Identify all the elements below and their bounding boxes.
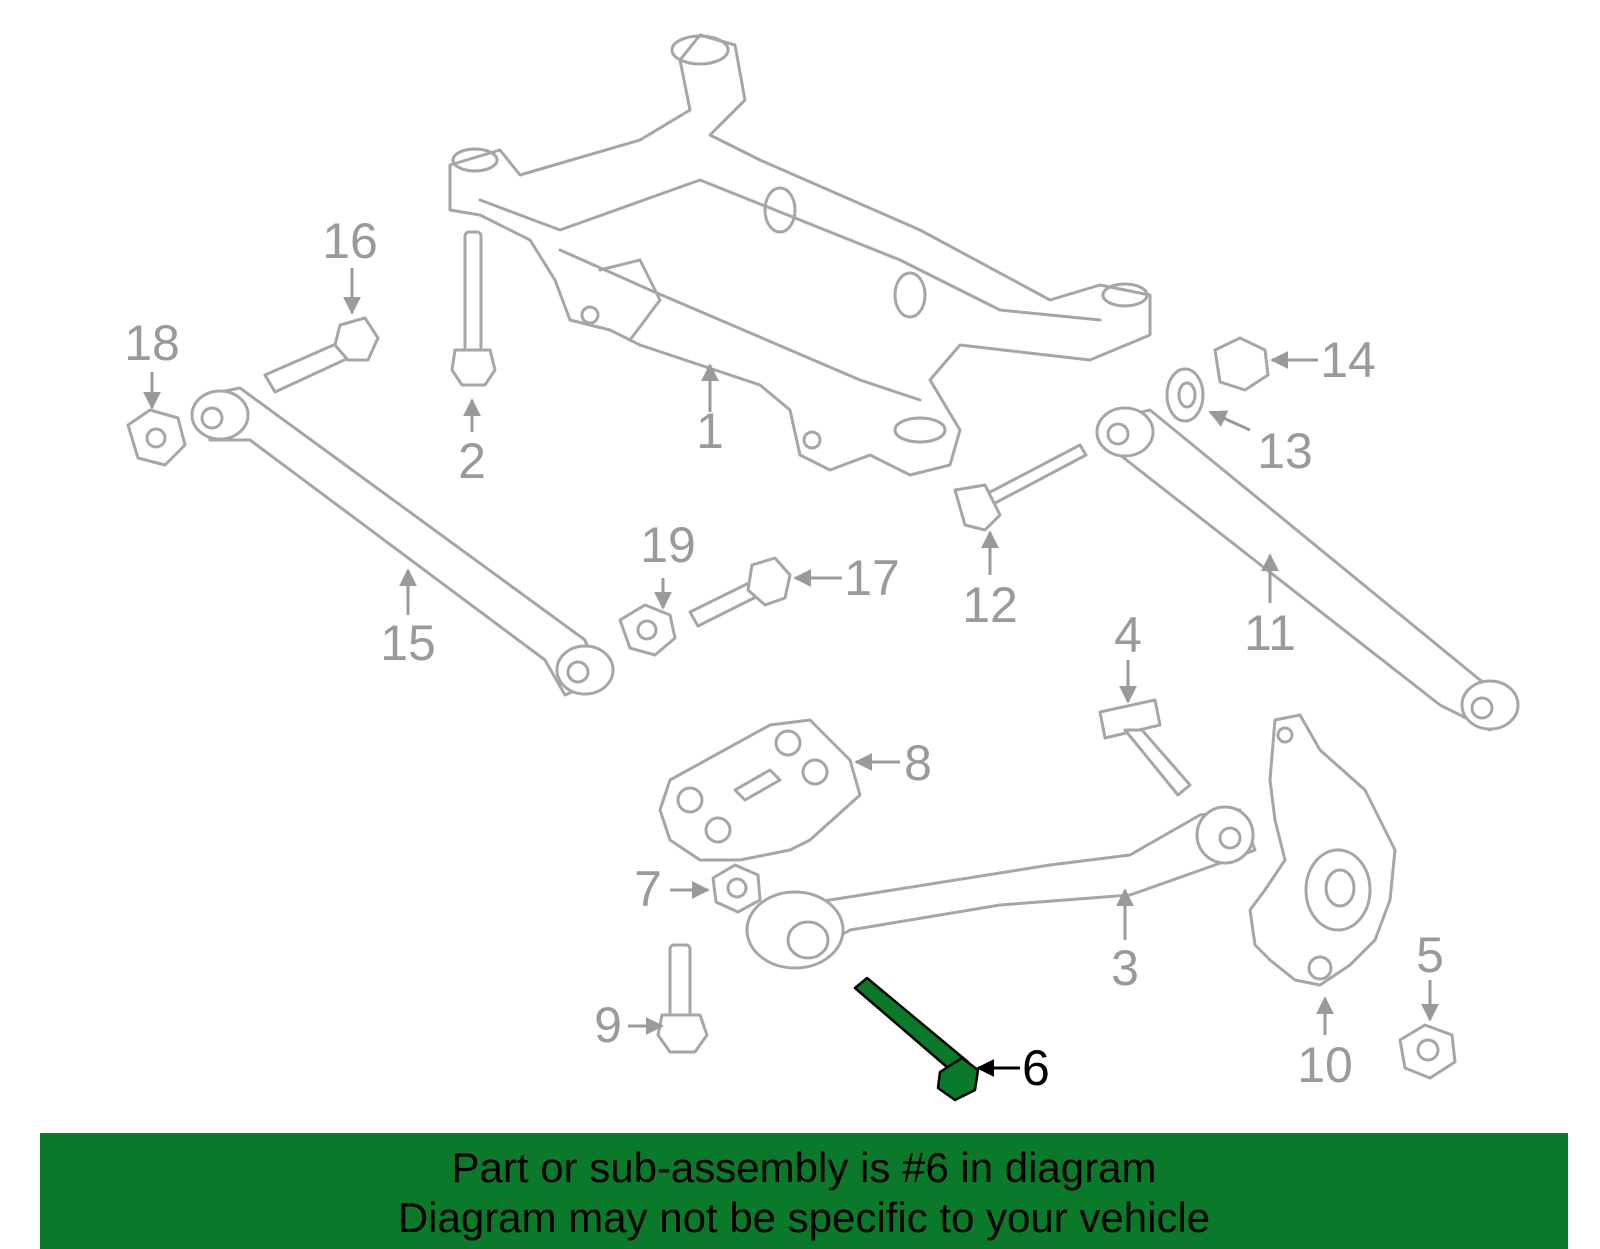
bolt-17-part[interactable] bbox=[688, 556, 792, 628]
callout-19: 19 bbox=[640, 517, 696, 573]
bolt-12-part[interactable] bbox=[953, 443, 1088, 532]
callout-1: 1 bbox=[696, 403, 724, 459]
callout-11: 11 bbox=[1244, 605, 1296, 661]
nut-7-part[interactable] bbox=[711, 863, 762, 914]
lateral-link-11-part[interactable] bbox=[1095, 406, 1520, 732]
banner-line-part-number: Part or sub-assembly is #6 in diagram bbox=[451, 1144, 1157, 1191]
callout-labels: 1 2 3 4 5 6 7 8 9 10 11 12 13 14 15 16 1… bbox=[124, 213, 1444, 1096]
subframe-part[interactable] bbox=[448, 33, 1152, 477]
callout-4: 4 bbox=[1114, 607, 1142, 663]
lateral-link-15-part[interactable] bbox=[190, 386, 615, 697]
bolt-9-part[interactable] bbox=[656, 943, 709, 1054]
bolt-4-part[interactable] bbox=[1098, 698, 1192, 797]
nut-14-part[interactable] bbox=[1213, 336, 1270, 392]
callout-14: 14 bbox=[1320, 332, 1376, 388]
bracket-8-part[interactable] bbox=[658, 718, 862, 862]
callout-9: 9 bbox=[594, 997, 622, 1053]
bolt-6-part[interactable] bbox=[853, 976, 980, 1102]
callout-3: 3 bbox=[1111, 940, 1139, 996]
stud-bolt-part[interactable] bbox=[450, 230, 497, 387]
callout-7: 7 bbox=[634, 861, 662, 917]
callout-16: 16 bbox=[322, 213, 378, 269]
callout-6: 6 bbox=[1022, 1040, 1050, 1096]
bolt-16-part[interactable] bbox=[263, 316, 380, 394]
trailing-arm-3-part[interactable] bbox=[745, 805, 1257, 970]
callout-5: 5 bbox=[1416, 927, 1444, 983]
callout-10: 10 bbox=[1297, 1037, 1353, 1093]
banner-line-disclaimer: Diagram may not be specific to your vehi… bbox=[397, 1194, 1211, 1241]
callout-2: 2 bbox=[458, 433, 486, 489]
knuckle-10-part[interactable] bbox=[1248, 713, 1397, 987]
callout-18: 18 bbox=[124, 315, 180, 371]
info-banner: Part or sub-assembly is #6 in diagram Di… bbox=[40, 1133, 1568, 1249]
nut-19-part[interactable] bbox=[618, 603, 677, 657]
washer-13-part[interactable] bbox=[1165, 367, 1205, 423]
leader-lines bbox=[143, 268, 1439, 1077]
callout-15: 15 bbox=[380, 615, 436, 671]
callout-13: 13 bbox=[1257, 423, 1313, 479]
nut-18-part[interactable] bbox=[126, 408, 187, 467]
callout-8: 8 bbox=[904, 735, 932, 791]
callout-12: 12 bbox=[962, 577, 1018, 633]
nut-5-part[interactable] bbox=[1398, 1023, 1457, 1080]
callout-17: 17 bbox=[844, 550, 900, 606]
